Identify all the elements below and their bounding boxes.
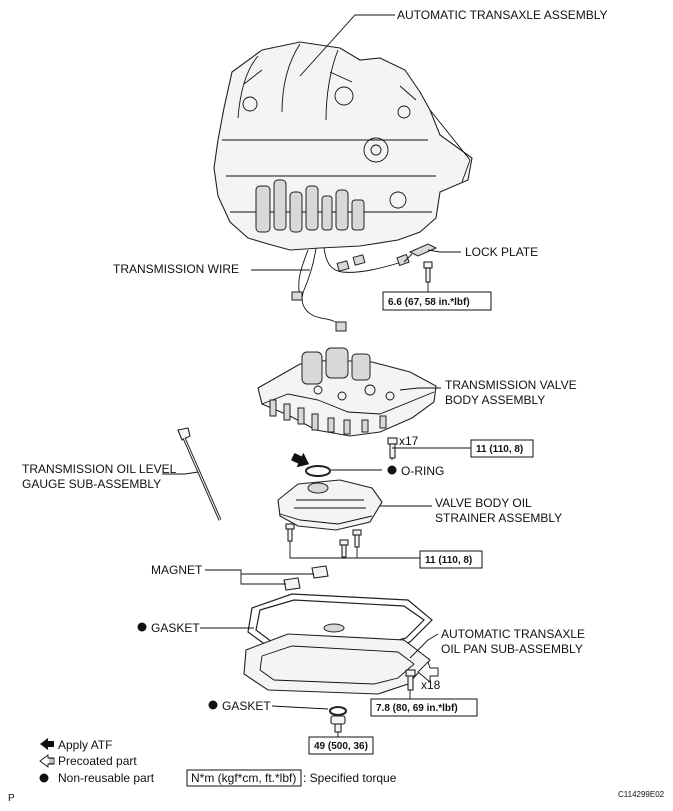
- legend-precoated: Precoated part: [58, 754, 137, 768]
- torque-box-drain-plug: 49 (500, 36): [308, 736, 374, 755]
- transaxle-assembly-illustration: [213, 41, 473, 251]
- torque-box-valve-body: 11 (110, 8): [470, 439, 534, 458]
- label-oil-gauge-line2: GAUGE SUB-ASSEMBLY: [22, 477, 161, 491]
- leader-lines: [162, 14, 471, 737]
- torque-strainer-value: 11 (110, 8): [425, 555, 472, 566]
- precoated-arrow-icon: [417, 661, 439, 684]
- apply-atf-legend-icon: [40, 738, 54, 750]
- non-reusable-dot-icon: [208, 700, 218, 710]
- label-oil-pan-line1: AUTOMATIC TRANSAXLE: [441, 627, 585, 641]
- valve-body-illustration: [257, 347, 437, 437]
- torque-box-lock-plate: 6.6 (67, 58 in.*lbf): [382, 291, 492, 311]
- qty-oil-pan-bolts: x18: [421, 678, 441, 692]
- label-transaxle-assembly: AUTOMATIC TRANSAXLE ASSEMBLY: [397, 8, 608, 22]
- precoated-legend-icon: [39, 754, 55, 768]
- lock-plate-illustration: [403, 243, 438, 263]
- oil-strainer-illustration: [277, 479, 383, 531]
- magnet-illustration: [283, 565, 329, 591]
- label-transmission-wire: TRANSMISSION WIRE: [113, 262, 239, 276]
- legend-non-reusable: Non-reusable part: [58, 771, 155, 785]
- lock-plate-bolt-icon: [423, 261, 433, 283]
- torque-box-strainer: 11 (110, 8): [419, 550, 483, 569]
- non-reusable-legend-icon: [39, 773, 49, 783]
- drain-plug-icon: [330, 715, 346, 733]
- torque-box-oil-pan: 7.8 (80, 69 in.*lbf): [370, 698, 478, 717]
- o-ring-illustration: [305, 465, 331, 477]
- torque-lock-plate-value: 6.6 (67, 58 in.*lbf): [388, 297, 470, 308]
- label-valve-body-line2: BODY ASSEMBLY: [445, 393, 545, 407]
- torque-valve-body-value: 11 (110, 8): [476, 444, 523, 455]
- legend-torque-unit: N*m (kgf*cm, ft.*lbf): [191, 771, 296, 785]
- strainer-bolt-icon: [285, 523, 362, 558]
- torque-drain-plug-value: 49 (500, 36): [314, 741, 368, 752]
- transmission-wire-illustration: [291, 247, 410, 332]
- drain-gasket-illustration: [329, 706, 347, 716]
- oil-level-gauge-illustration: [177, 427, 222, 521]
- label-gasket-lower: GASKET: [222, 699, 271, 713]
- oil-pan-illustration: [243, 623, 431, 695]
- label-strainer-line1: VALVE BODY OIL: [435, 496, 532, 510]
- label-magnet: MAGNET: [151, 563, 203, 577]
- label-oil-gauge-line1: TRANSMISSION OIL LEVEL: [22, 462, 177, 476]
- label-lock-plate: LOCK PLATE: [465, 245, 538, 259]
- legend-apply-atf: Apply ATF: [58, 738, 112, 752]
- apply-atf-arrow-icon: [291, 452, 310, 468]
- label-o-ring: O-RING: [401, 464, 444, 478]
- valve-body-bolt-icon: [387, 437, 398, 459]
- label-gasket-upper: GASKET: [151, 621, 200, 635]
- qty-valve-body-bolts: x17: [399, 434, 419, 448]
- figure-id: C114299E02: [618, 790, 665, 799]
- torque-oil-pan-value: 7.8 (80, 69 in.*lbf): [376, 703, 458, 714]
- legend-torque-desc: : Specified torque: [303, 771, 397, 785]
- label-strainer-line2: STRAINER ASSEMBLY: [435, 511, 562, 525]
- label-oil-pan-line2: OIL PAN SUB-ASSEMBLY: [441, 642, 583, 656]
- torque-legend-box: [186, 769, 302, 787]
- label-valve-body-line1: TRANSMISSION VALVE: [445, 378, 577, 392]
- oil-pan-gasket-illustration: [247, 593, 433, 653]
- legend: Apply ATF Precoated part Non-reusable pa…: [39, 738, 397, 787]
- page-mark: P: [8, 793, 15, 804]
- oil-pan-bolt-icon: [405, 669, 416, 691]
- non-reusable-dot-icon: [137, 622, 147, 632]
- non-reusable-dot-icon: [387, 465, 397, 475]
